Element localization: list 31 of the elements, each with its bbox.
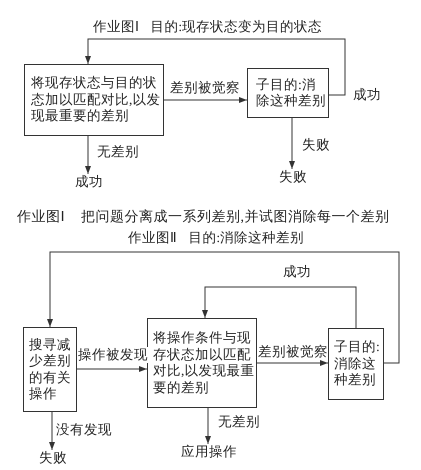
result-text: 成功 bbox=[75, 174, 103, 190]
edge-label: 操作被发现 bbox=[78, 347, 148, 363]
edge-label: 成功 bbox=[283, 264, 311, 280]
edge-label: 失败 bbox=[302, 137, 330, 153]
process-box: 子目的:消除这种差别 bbox=[247, 68, 329, 118]
process-box: 搜寻减少差别的有关操作 bbox=[23, 327, 77, 412]
figure-title: 作业图Ⅱ 目的:消除这种差别 bbox=[128, 230, 304, 246]
figure-title: 作业图Ⅰ 目的:现存状态变为目的状态 bbox=[93, 19, 322, 35]
edge-label: 没有发现 bbox=[56, 422, 112, 438]
process-box: 将操作条件与现存状态加以匹配对比,以发现最重要的差别 bbox=[147, 318, 257, 408]
result-text: 失败 bbox=[279, 169, 307, 185]
arrow bbox=[256, 360, 328, 366]
figure-caption: 作业图Ⅰ 把问题分离成一系列差别,并试图消除每一个差别 bbox=[17, 209, 390, 226]
edge-label: 差别被觉察 bbox=[258, 344, 328, 360]
edge-label: 无差别 bbox=[218, 414, 260, 430]
edge-label: 成功 bbox=[353, 87, 381, 103]
arrow bbox=[164, 97, 248, 103]
process-box: 将现存状态与目的状态加以匹配对比,以发现最重要的差别 bbox=[24, 64, 164, 136]
edge-label: 无差别 bbox=[97, 144, 139, 160]
process-box: 子目的:消除这种差别 bbox=[328, 328, 384, 400]
arrow bbox=[76, 366, 148, 372]
arrow bbox=[85, 38, 346, 96]
arrow bbox=[49, 412, 55, 450]
result-text: 应用操作 bbox=[181, 444, 237, 460]
arrow bbox=[289, 118, 295, 170]
arrow bbox=[85, 136, 91, 174]
arrow bbox=[47, 252, 400, 364]
result-text: 失败 bbox=[39, 450, 67, 466]
edge-label: 差别被觉察 bbox=[170, 80, 240, 96]
arrow bbox=[205, 408, 211, 444]
arrow bbox=[202, 286, 356, 328]
